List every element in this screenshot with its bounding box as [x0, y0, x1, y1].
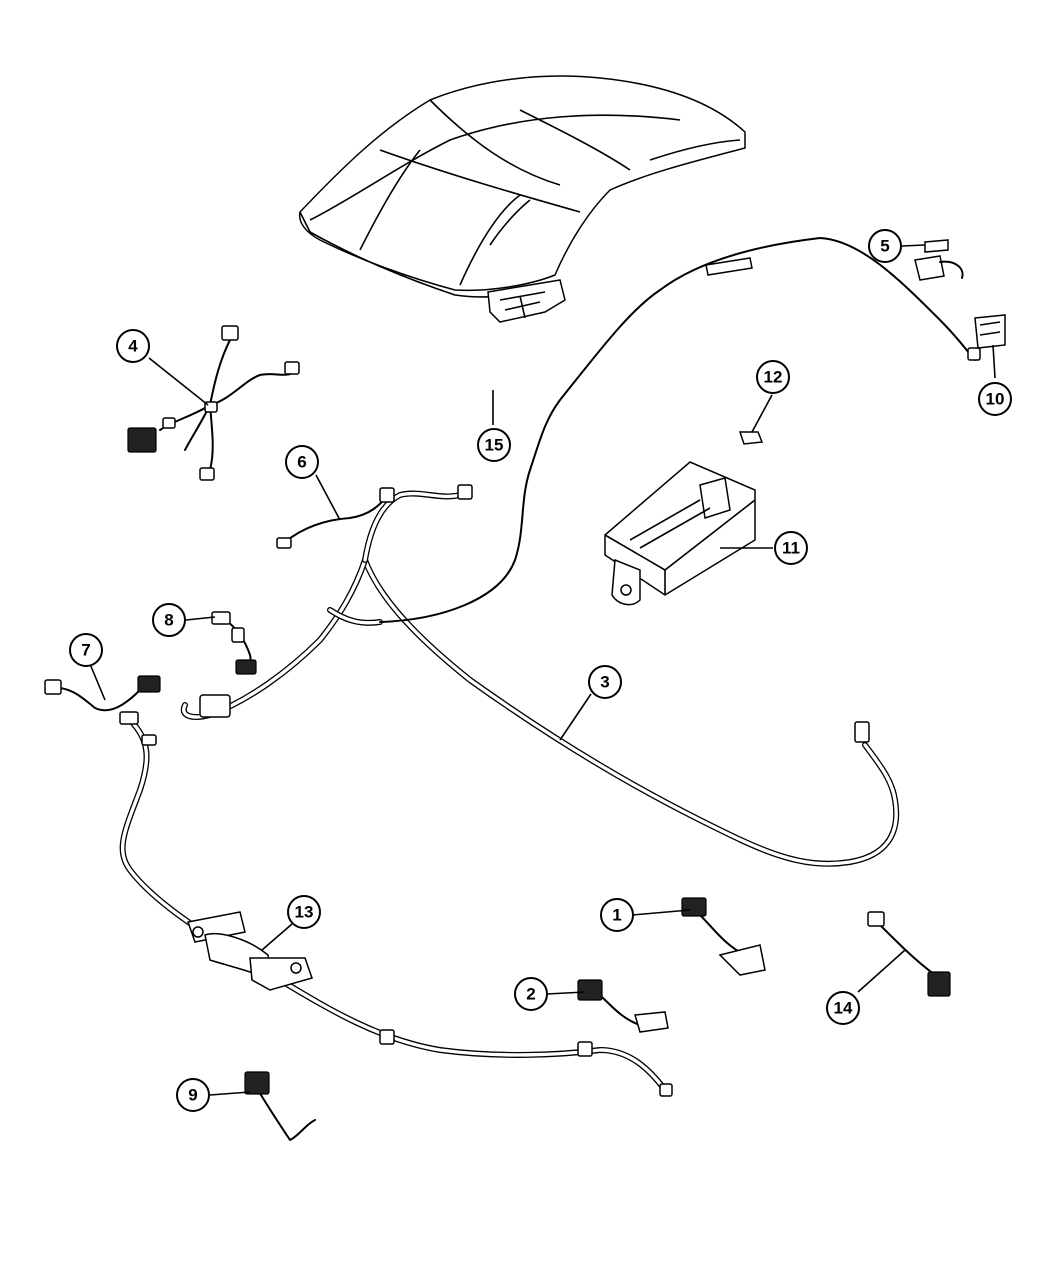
part-2-sensor	[577, 979, 669, 1033]
svg-text:11: 11	[782, 539, 800, 558]
svg-text:2: 2	[526, 985, 535, 1004]
part-8-sensor	[211, 611, 257, 675]
callout-3: 3	[588, 665, 622, 699]
leader-lines	[89, 244, 996, 1096]
callout-6: 6	[285, 445, 319, 479]
part-14-sensor	[867, 911, 951, 997]
svg-text:1: 1	[612, 906, 621, 925]
svg-text:6: 6	[297, 453, 306, 472]
top-right-wire	[379, 237, 981, 623]
svg-text:3: 3	[600, 673, 609, 692]
callout-13: 13	[287, 895, 321, 929]
callout-12: 12	[756, 360, 790, 394]
svg-text:12: 12	[764, 368, 783, 387]
harness-end-connector	[854, 721, 870, 743]
part-12-nut	[738, 431, 764, 445]
part-4-harness	[127, 325, 300, 481]
callout-5: 5	[868, 229, 902, 263]
callout-9: 9	[176, 1078, 210, 1112]
svg-text:15: 15	[485, 436, 504, 455]
part-9-sensor	[244, 1071, 316, 1141]
svg-text:9: 9	[188, 1086, 197, 1105]
callout-10: 10	[978, 382, 1012, 416]
callout-7: 7	[69, 633, 103, 667]
svg-text:10: 10	[986, 390, 1005, 409]
part-1-sensor	[681, 897, 766, 976]
part-7-sensor	[44, 675, 161, 712]
svg-text:7: 7	[81, 641, 90, 660]
main-harness	[180, 484, 900, 867]
part-11-module	[604, 461, 756, 606]
convertible-roof	[298, 75, 746, 323]
callout-4: 4	[116, 329, 150, 363]
lower-harness	[119, 711, 673, 1097]
part-13-motor	[187, 911, 313, 991]
harness-branch-connector	[457, 484, 473, 500]
callout-14: 14	[826, 991, 860, 1025]
callout-2: 2	[514, 977, 548, 1011]
part-6-harness	[276, 487, 395, 549]
svg-text:13: 13	[295, 903, 314, 922]
svg-text:14: 14	[834, 999, 853, 1018]
callout-1: 1	[600, 898, 634, 932]
svg-text:5: 5	[880, 237, 889, 256]
callout-8: 8	[152, 603, 186, 637]
part-10-switch	[974, 314, 1006, 349]
harness-junction-block	[199, 694, 231, 718]
part-5-switch	[914, 239, 964, 281]
callout-11: 11	[774, 531, 808, 565]
svg-text:8: 8	[164, 611, 173, 630]
svg-text:4: 4	[128, 337, 138, 356]
callout-15: 15	[477, 428, 511, 462]
